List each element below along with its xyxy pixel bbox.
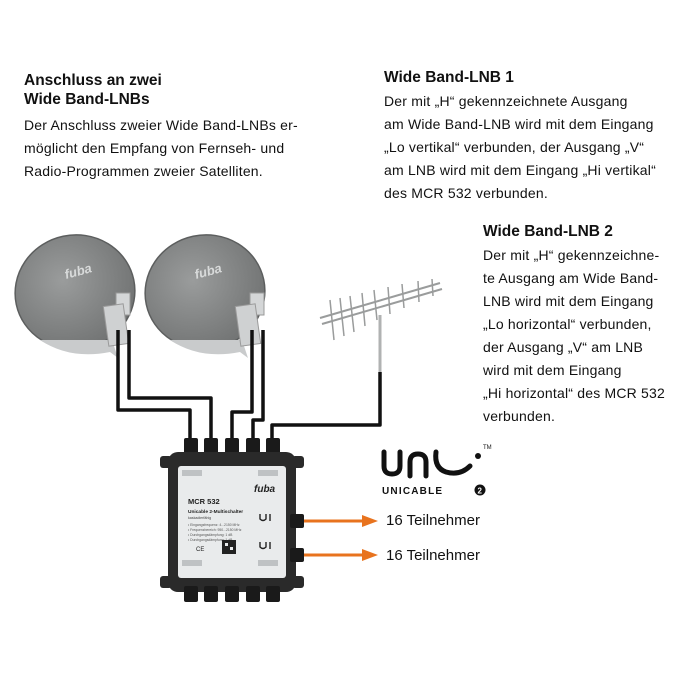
device-spec-row: • Durchgangsdämpfung: 1 dB	[188, 533, 233, 537]
lnb1-body-line: Der mit „H“ gekennzeichnete Ausgang	[384, 93, 628, 109]
output-label-2: 16 Teilnehmer	[386, 547, 480, 564]
multiswitch-device: fuba MCR 532 Unicable 2-Multischalter ka…	[160, 438, 304, 602]
lnb1-body-line: des MCR 532 verbunden.	[384, 185, 548, 201]
intro-title-line: Anschluss an zwei	[24, 72, 162, 89]
device-spec-row: • Eingangsfrequenz: 4...2150 MHz	[188, 523, 240, 527]
device-spec-row: • Durchgangsdämpfung: 1 dB	[188, 538, 233, 542]
intro-body: Der Anschluss zweier Wide Band-LNBs er- …	[24, 114, 298, 183]
ce-mark-icon: CE	[196, 547, 204, 553]
output-arrow-2-icon	[304, 549, 378, 561]
lnb2-body-line: Der mit „H“ gekennzeichne-	[483, 247, 660, 263]
intro-body-line: möglicht den Empfang von Fernseh- und	[24, 140, 285, 156]
lnb2-body-line: wird mit dem Eingang	[483, 362, 622, 378]
device-logo: fuba	[254, 484, 276, 495]
lnb2-body-line: verbunden.	[483, 408, 556, 424]
dish-1-logo: fuba	[63, 260, 93, 282]
output-arrow-1-icon	[304, 515, 378, 527]
lnb2-block: Wide Band-LNB 2 Der mit „H“ gekennzeichn…	[483, 222, 665, 428]
lnb1-body-line: am LNB wird mit dem Eingang „Hi vertikal…	[384, 162, 656, 178]
satellite-dish-2-icon: fuba	[144, 234, 266, 358]
terrestrial-antenna-icon	[319, 278, 443, 372]
unicable-version: 2	[478, 487, 483, 496]
lnb2-body-line: der Ausgang „V“ am LNB	[483, 339, 644, 355]
qr-code-icon	[222, 540, 236, 554]
lnb1-body-line: am Wide Band-LNB wird mit dem Eingang	[384, 116, 654, 132]
lnb2-title: Wide Band-LNB 2	[483, 223, 613, 240]
device-subtitle: Unicable 2-Multischalter	[188, 509, 243, 515]
uni-small-icon	[259, 542, 271, 550]
uni-small-icon	[259, 514, 271, 522]
trademark-mark: TM	[483, 445, 492, 451]
lnb2-body-line: „Lo horizontal“ verbunden,	[483, 316, 652, 332]
lnb2-body: Der mit „H“ gekennzeichne- te Ausgang am…	[483, 244, 665, 428]
output-label-1: 16 Teilnehmer	[386, 512, 480, 529]
cables	[116, 330, 382, 440]
unicable-logo: TM UNICABLE 2	[381, 445, 492, 497]
satellite-dish-1-icon: fuba	[14, 234, 136, 358]
unicable-wordmark: UNICABLE	[382, 486, 443, 497]
output-connector	[290, 548, 304, 562]
cascade-connectors	[184, 586, 280, 602]
lnb1-block: Wide Band-LNB 1 Der mit „H“ gekennzeichn…	[384, 68, 656, 205]
lnb1-title: Wide Band-LNB 1	[384, 69, 514, 86]
dish-2-logo: fuba	[193, 260, 223, 282]
intro-body-line: Radio-Programmen zweier Satelliten.	[24, 163, 263, 179]
intro-block: Anschluss an zwei Wide Band-LNBs Der Ans…	[24, 71, 298, 183]
intro-title-line: Wide Band-LNBs	[24, 91, 150, 108]
lnb2-body-line: LNB wird mit dem Eingang	[483, 293, 654, 309]
device-subtitle2: kaskadierfähig	[188, 516, 211, 520]
lnb2-body-line: te Ausgang am Wide Band-	[483, 270, 659, 286]
intro-body-line: Der Anschluss zweier Wide Band-LNBs er-	[24, 117, 298, 133]
output-connector	[290, 514, 304, 528]
lnb1-body: Der mit „H“ gekennzeichnete Ausgang am W…	[384, 90, 656, 205]
lnb1-body-line: „Lo vertikal“ verbunden, der Ausgang „V“	[384, 139, 645, 155]
device-spec-row: • Frequenzbereich: 950...2150 MHz	[188, 528, 242, 532]
lnb2-body-line: „Hi horizontal“ des MCR 532	[483, 385, 666, 401]
device-model: MCR 532	[188, 497, 220, 506]
intro-title: Anschluss an zwei Wide Band-LNBs	[24, 71, 298, 109]
